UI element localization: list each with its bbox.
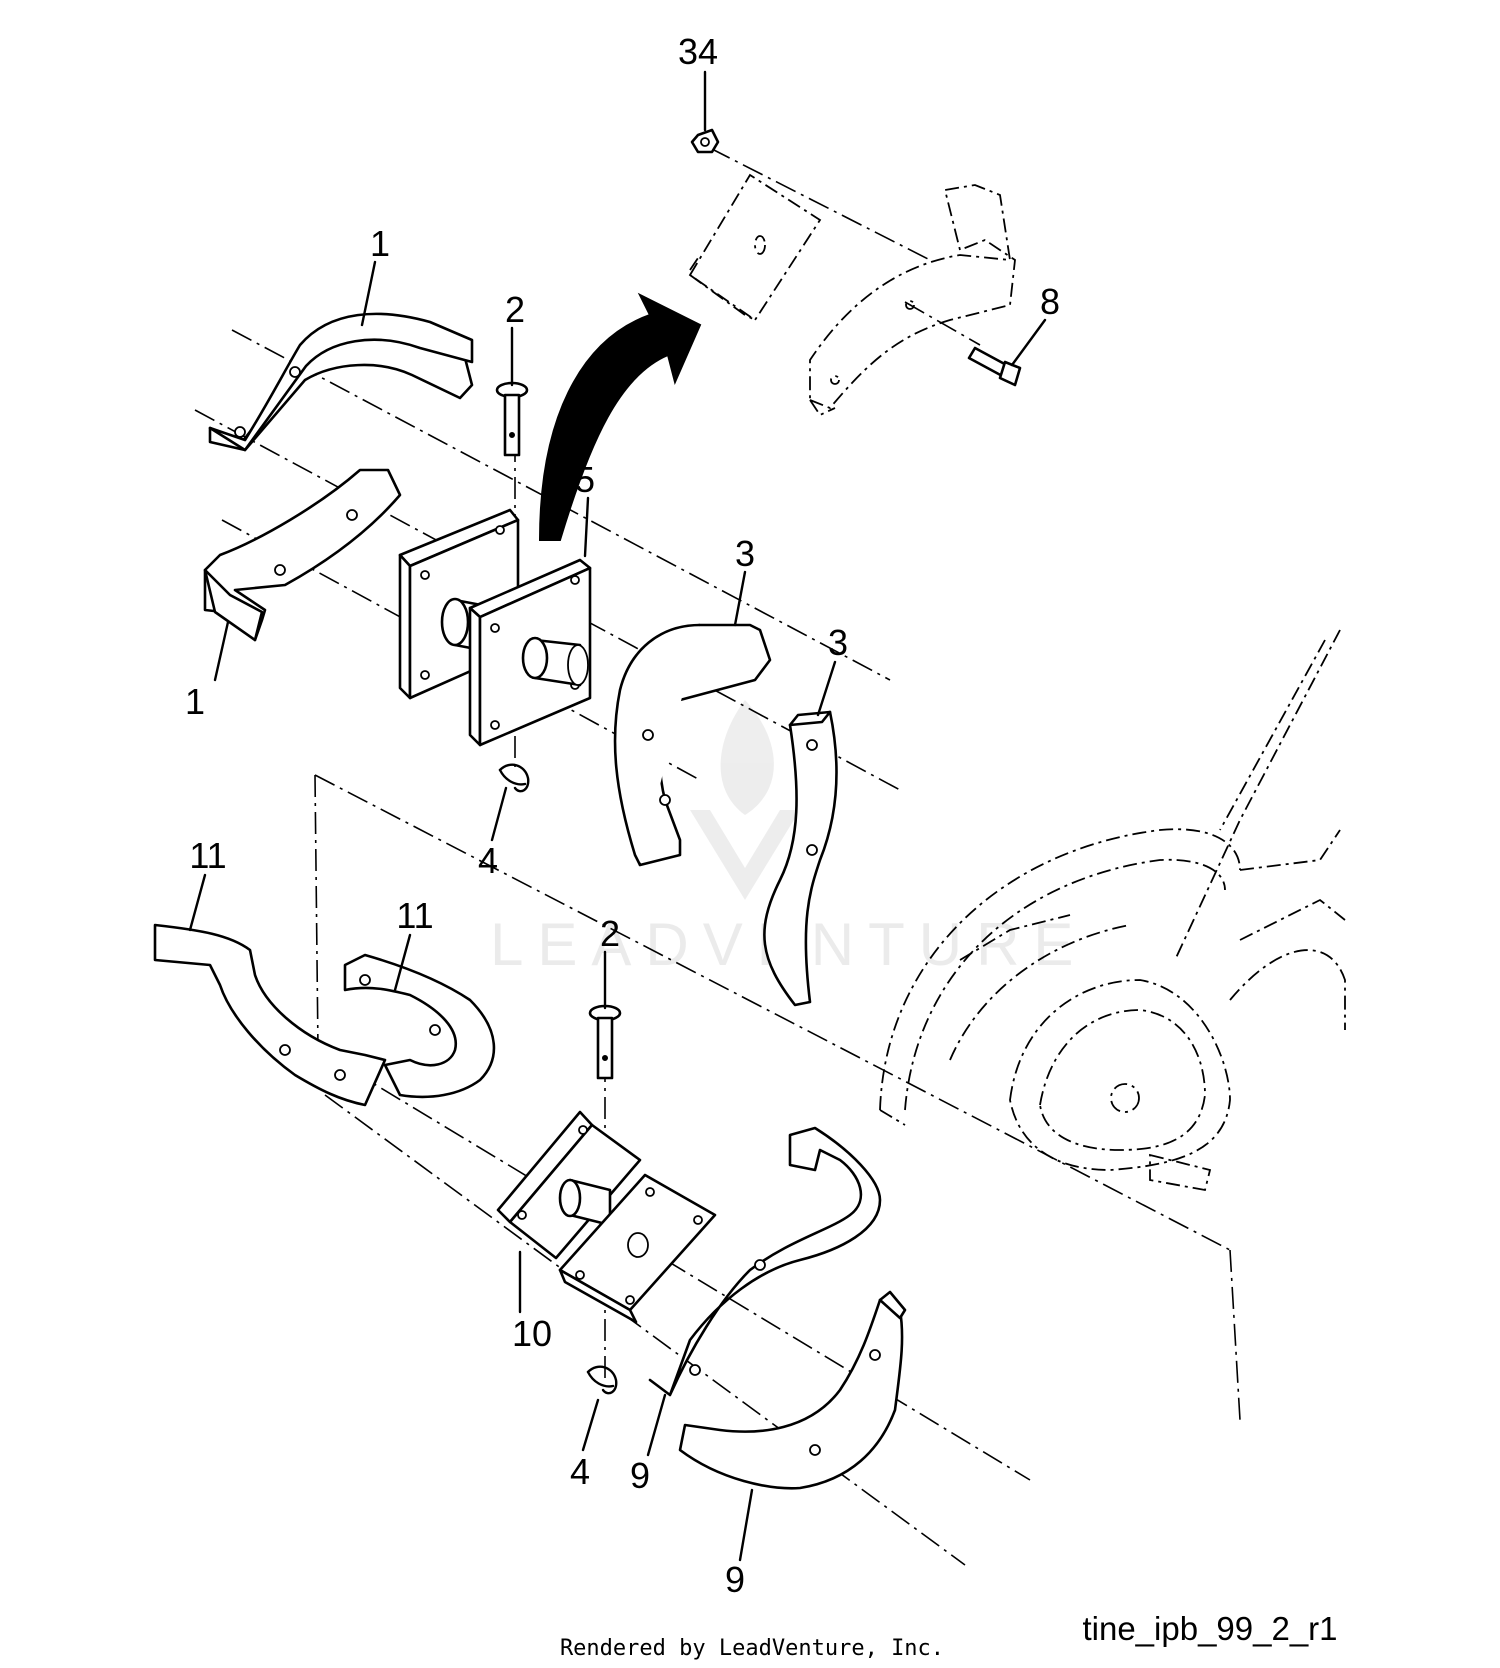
callout-2-bottom: 2 — [600, 913, 620, 1010]
ghost-detail-inset — [688, 173, 1016, 417]
flange-hub-10 — [496, 1110, 717, 1324]
upper-tine-assembly — [203, 312, 838, 1007]
tine-3-right — [763, 710, 838, 1007]
svg-text:10: 10 — [512, 1313, 552, 1354]
callout-4-top: 4 — [478, 786, 508, 881]
hairpin-clip-4-upper — [498, 763, 530, 793]
callout-3-right: 3 — [816, 622, 848, 717]
watermark-v-logo-icon — [690, 810, 800, 900]
svg-text:9: 9 — [725, 1559, 745, 1600]
callout-11-right: 11 — [393, 895, 434, 992]
tine-9-upper — [648, 1126, 882, 1397]
svg-text:11: 11 — [396, 895, 433, 936]
callout-10: 10 — [512, 1250, 552, 1354]
callout-1-top: 1 — [360, 223, 390, 327]
svg-text:1: 1 — [185, 681, 205, 722]
hairpin-clip-4-lower — [586, 1365, 618, 1395]
lower-tine-assembly — [153, 923, 907, 1490]
svg-text:3: 3 — [735, 533, 755, 574]
clevis-pin-2-lower — [588, 1004, 622, 1080]
locknut-34 — [690, 128, 720, 154]
svg-text:1: 1 — [370, 223, 390, 264]
callout-5: 5 — [575, 459, 595, 558]
svg-text:2: 2 — [600, 913, 620, 954]
callout-9-left: 9 — [630, 1393, 667, 1496]
svg-text:8: 8 — [1040, 281, 1060, 322]
tine-9-lower — [678, 1298, 904, 1490]
tine-11-right — [343, 953, 496, 1099]
svg-text:3: 3 — [828, 622, 848, 663]
svg-text:34: 34 — [678, 31, 718, 72]
watermark-flame-icon — [720, 700, 774, 815]
svg-text:5: 5 — [575, 459, 595, 500]
svg-text:9: 9 — [630, 1455, 650, 1496]
curved-arrow-icon — [538, 292, 702, 541]
svg-text:4: 4 — [570, 1451, 590, 1492]
callout-2-top: 2 — [505, 289, 525, 387]
clevis-pin-2-upper — [495, 381, 529, 457]
footer-credit: Rendered by LeadVenture, Inc. — [560, 1636, 944, 1661]
callout-1-bottom: 1 — [185, 620, 230, 722]
drawing-id: tine_ipb_99_2_r1 — [1082, 1610, 1337, 1647]
svg-text:2: 2 — [505, 289, 525, 330]
svg-text:11: 11 — [189, 835, 226, 876]
svg-text:4: 4 — [478, 840, 498, 881]
callout-9-bottom: 9 — [725, 1488, 754, 1600]
tiller-body-ghost — [879, 629, 1346, 1192]
tine-11-left — [153, 923, 387, 1107]
callout-34: 34 — [678, 31, 718, 132]
callout-11-left: 11 — [188, 835, 227, 932]
callout-4-bottom: 4 — [570, 1398, 600, 1492]
bolt-8 — [967, 346, 1022, 387]
flange-hub-5 — [398, 508, 592, 747]
callout-3-left: 3 — [733, 533, 755, 627]
callout-8: 8 — [1010, 281, 1060, 367]
